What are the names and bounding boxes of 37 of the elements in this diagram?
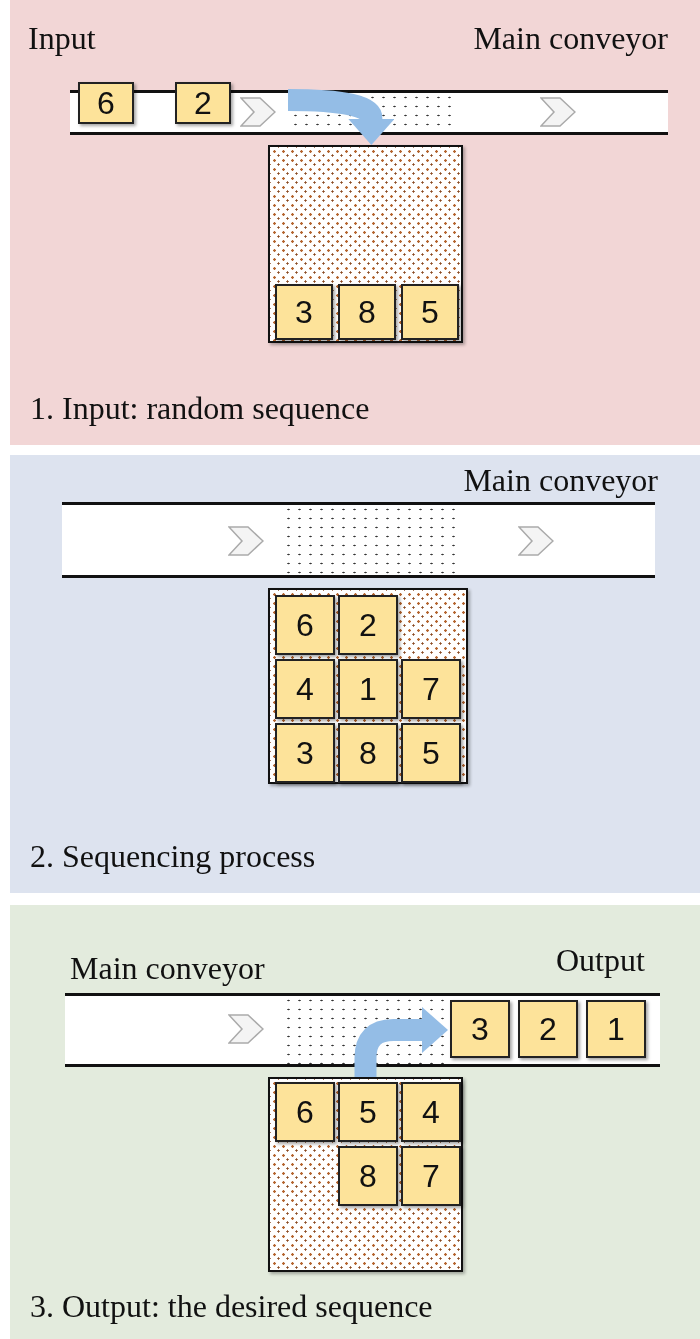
item-tile: 8 (338, 284, 396, 340)
item-tile: 4 (275, 659, 335, 719)
item-tile: 7 (401, 1146, 461, 1206)
item-tile: 2 (338, 595, 398, 655)
item-tile: 8 (338, 1146, 398, 1206)
end-label: Output (556, 942, 645, 979)
panel (10, 0, 700, 445)
buffer-area (268, 588, 468, 784)
item-tile: 2 (175, 82, 231, 124)
item-tile: 2 (518, 1000, 578, 1058)
buffer-area (268, 1077, 463, 1272)
panel (10, 905, 700, 1339)
end-label: Input (28, 20, 96, 57)
item-tile: 4 (401, 1082, 461, 1142)
curved-arrow (287, 89, 395, 145)
item-tile: 1 (338, 659, 398, 719)
item-tile: 5 (401, 284, 459, 340)
item-tile: 5 (338, 1082, 398, 1142)
item-tile: 8 (338, 723, 398, 783)
item-tile: 3 (450, 1000, 510, 1058)
panel-caption: 2. Sequencing process (30, 838, 316, 875)
panel (10, 455, 700, 893)
buffer-area (268, 145, 463, 343)
panel-caption: 3. Output: the desired sequence (30, 1288, 433, 1325)
conveyor-label: Main conveyor (70, 950, 265, 987)
item-tile: 6 (275, 595, 335, 655)
conveyor-label: Main conveyor (473, 20, 668, 57)
panel-caption: 1. Input: random sequence (30, 390, 370, 427)
item-tile: 3 (275, 723, 335, 783)
curved-arrow (354, 1007, 448, 1077)
item-tile: 3 (275, 284, 333, 340)
item-tile: 7 (401, 659, 461, 719)
item-tile: 6 (275, 1082, 335, 1142)
conveyor-label: Main conveyor (463, 462, 658, 499)
item-tile: 1 (586, 1000, 646, 1058)
item-tile: 6 (78, 82, 134, 124)
item-tile: 5 (401, 723, 461, 783)
